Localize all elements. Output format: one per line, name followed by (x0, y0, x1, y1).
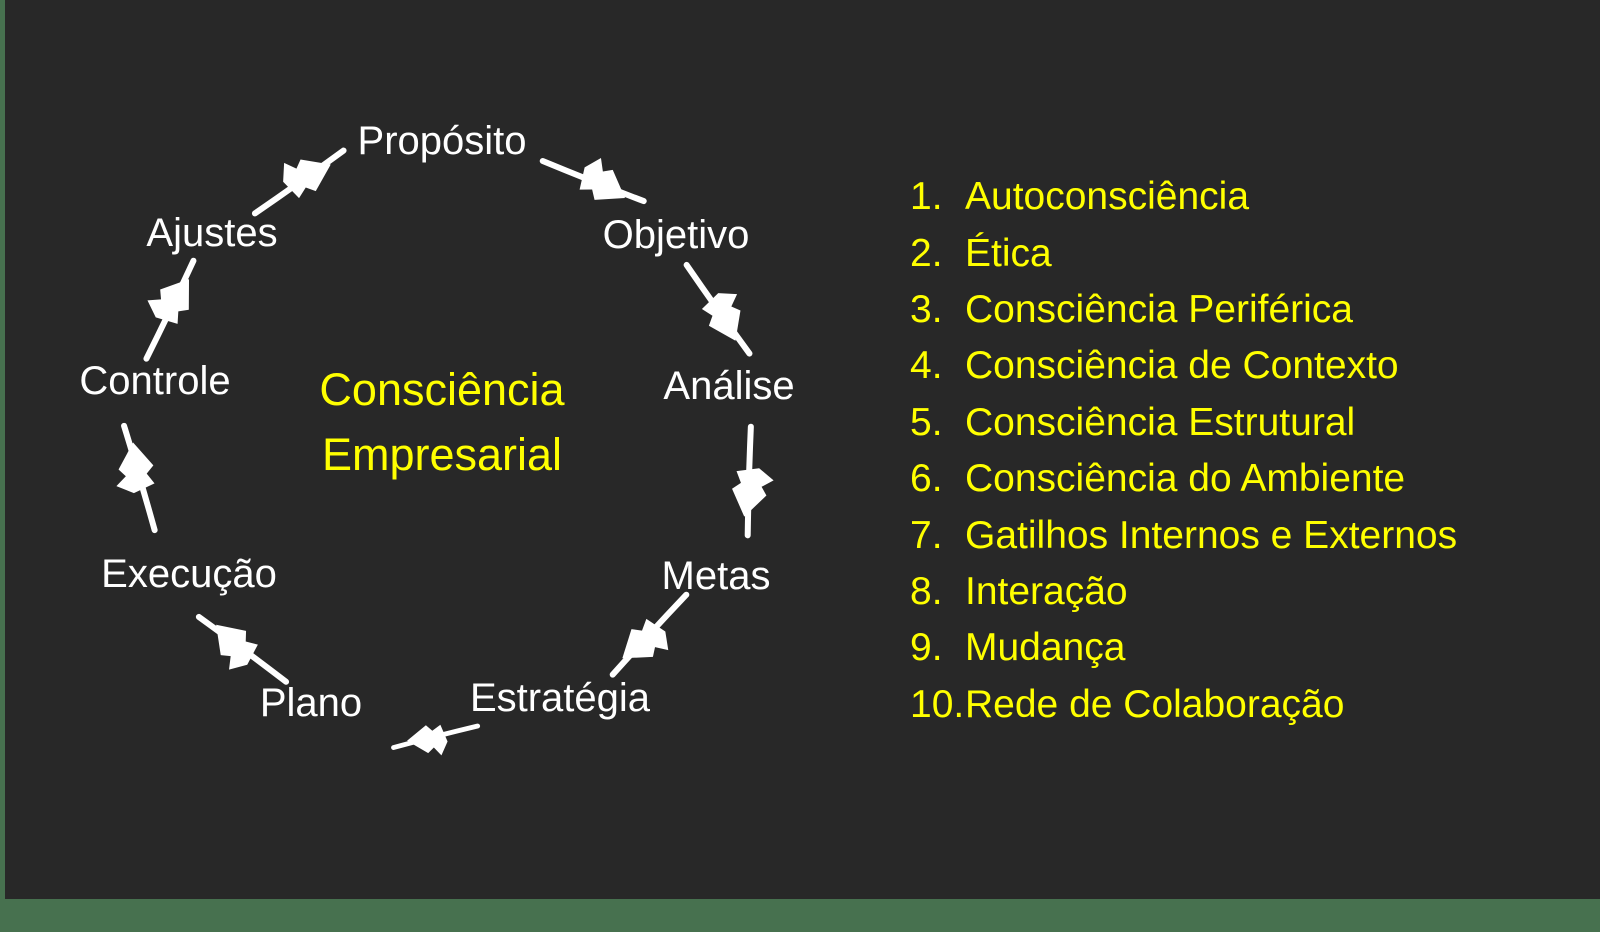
arrow-objetivo-to-analise (678, 250, 765, 364)
list-item-text: Consciência Estrutural (965, 400, 1356, 444)
list-item: 1. Autoconsciência (910, 169, 1457, 225)
list-item: 7. Gatilhos Internos e Externos (910, 507, 1457, 563)
cycle-step-proposito: Propósito (357, 119, 527, 163)
cycle-step-metas: Metas (661, 554, 771, 598)
list-item-text: Consciência do Ambiente (965, 457, 1406, 501)
list-item-number: 2. (910, 231, 943, 275)
list-item-number: 1. (910, 175, 943, 219)
cycle-step-ajustes: Ajustes (146, 211, 278, 255)
list-item-text: Consciência de Contexto (965, 344, 1399, 388)
arrow-estrategia-to-plano (391, 718, 481, 762)
list-item: 2. Ética (910, 225, 1457, 281)
list-item-number: 4. (910, 344, 943, 388)
list-item: 8. Interação (910, 564, 1457, 620)
cycle-step-analise: Análise (663, 364, 795, 408)
arrow-ajustes-to-proposito (240, 135, 354, 222)
list-item-number: 3. (910, 287, 943, 331)
list-item-text: Mudança (965, 626, 1126, 670)
cycle-step-objetivo: Objetivo (602, 213, 750, 257)
list-item-number: 5. (910, 400, 943, 444)
cycle-step-estrategia: Estratégia (469, 676, 651, 720)
cycle-center-title-line1: Consciência (319, 364, 565, 415)
list-item: 6. Consciência do Ambiente (910, 451, 1457, 507)
cycle-step-plano: Plano (259, 681, 363, 725)
list-item-number: 8. (910, 569, 943, 613)
arrow-execucao-to-controle (106, 422, 164, 535)
cycle-step-controle: Controle (79, 359, 231, 403)
list-item-text: Ética (965, 231, 1052, 275)
list-item-number: 10. (910, 682, 965, 726)
cycle-center-title: Consciência Empresarial (319, 357, 564, 487)
list-item-text: Rede de Colaboração (965, 682, 1345, 726)
list-item-number: 6. (910, 457, 943, 501)
cycle-step-execucao: Execução (101, 552, 277, 596)
list-item-number: 9. (910, 626, 943, 670)
list-item: 5. Consciência Estrutural (910, 395, 1457, 451)
awareness-list: 1. Autoconsciência 2. Ética 3. Consciência … (910, 169, 1457, 733)
list-item: 10.Rede de Colaboração (910, 677, 1457, 733)
list-item: 4. Consciência de Contexto (910, 338, 1457, 394)
arrow-analise-to-metas (726, 425, 781, 538)
list-item-text: Gatilhos Internos e Externos (965, 513, 1458, 557)
list-item: 9. Mudança (910, 620, 1457, 676)
list-item-text: Consciência Periférica (965, 287, 1354, 331)
arrow-controle-to-ajustes (121, 251, 212, 364)
arrow-proposito-to-objetivo (538, 135, 652, 221)
slide: Propósito Objetivo Análise Metas Estraté… (5, 0, 1600, 899)
list-item-text: Interação (965, 569, 1128, 613)
cycle-center-title-line2: Empresarial (321, 429, 563, 480)
arrow-metas-to-estrategia (598, 587, 706, 688)
list-item: 3. Consciência Periférica (910, 282, 1457, 338)
list-item-text: Autoconsciência (965, 175, 1250, 219)
list-item-number: 7. (910, 513, 943, 557)
